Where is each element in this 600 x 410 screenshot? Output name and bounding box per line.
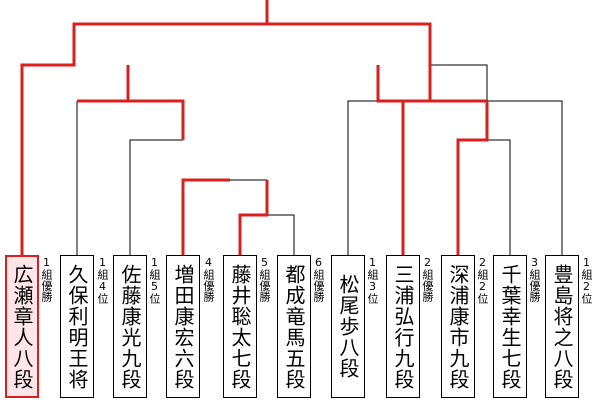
win-line-final-right bbox=[267, 22, 432, 65]
player-name: 三浦弘行九段 bbox=[391, 263, 415, 390]
player-name: 久保利明王将 bbox=[65, 263, 89, 390]
line-sato bbox=[129, 139, 183, 255]
win-line-masuda bbox=[181, 178, 230, 255]
player-name: 松尾歩八段 bbox=[336, 274, 360, 379]
player-note: 1組2位 bbox=[580, 256, 593, 304]
player-name: 深浦康市九段 bbox=[446, 263, 470, 390]
win-line-fujii bbox=[238, 180, 269, 255]
player-box-sato: 佐藤康光九段 bbox=[113, 255, 147, 398]
player-note: 1組3位 bbox=[366, 256, 379, 304]
line-toyoshima bbox=[487, 100, 563, 255]
player-note: 4組優勝 bbox=[202, 256, 215, 302]
player-box-masuda: 増田康宏六段 bbox=[166, 255, 200, 398]
player-name: 増田康宏六段 bbox=[171, 263, 195, 390]
player-name: 千葉幸生七段 bbox=[498, 263, 522, 390]
player-box-fujii: 藤井聡太七段 bbox=[223, 255, 257, 398]
player-note: 6組優勝 bbox=[312, 256, 325, 302]
player-box-matsuo: 松尾歩八段 bbox=[331, 255, 365, 398]
player-note: 1組4位 bbox=[96, 256, 109, 304]
bracket-lines-red bbox=[20, 0, 489, 255]
player-box-kubo: 久保利明王将 bbox=[60, 255, 94, 398]
line-chiba bbox=[487, 139, 511, 255]
bracket-lines-black bbox=[76, 64, 563, 255]
player-note: 3組優勝 bbox=[528, 256, 541, 302]
player-name: 都成竜馬五段 bbox=[282, 263, 306, 390]
win-line-fukaura bbox=[456, 101, 489, 255]
player-name: 藤井聡太七段 bbox=[228, 263, 252, 390]
line-right-top bbox=[430, 64, 488, 101]
player-note: 1組優勝 bbox=[40, 256, 53, 302]
player-box-chiba: 千葉幸生七段 bbox=[493, 255, 527, 398]
player-name: 佐藤康光九段 bbox=[118, 263, 142, 390]
win-line-final bbox=[20, 0, 269, 255]
player-box-miura: 三浦弘行九段 bbox=[386, 255, 420, 398]
player-box-fukaura: 深浦康市九段 bbox=[441, 255, 475, 398]
player-box-tonari: 都成竜馬五段 bbox=[277, 255, 311, 398]
player-box-toyoshima: 豊島将之八段 bbox=[545, 255, 579, 398]
player-name: 豊島将之八段 bbox=[550, 263, 574, 390]
line-matsuo bbox=[347, 100, 378, 255]
player-note: 1組5位 bbox=[148, 256, 161, 304]
player-box-hirose: 広瀬章人八段 bbox=[5, 255, 39, 398]
win-line-right-semi bbox=[376, 65, 487, 255]
player-note: 2組2位 bbox=[476, 256, 489, 304]
player-note: 5組優勝 bbox=[258, 256, 271, 302]
player-name: 広瀬章人八段 bbox=[10, 263, 34, 390]
line-tonari bbox=[267, 214, 295, 255]
player-note: 2組優勝 bbox=[421, 256, 434, 302]
win-line-left-semi bbox=[77, 65, 185, 140]
